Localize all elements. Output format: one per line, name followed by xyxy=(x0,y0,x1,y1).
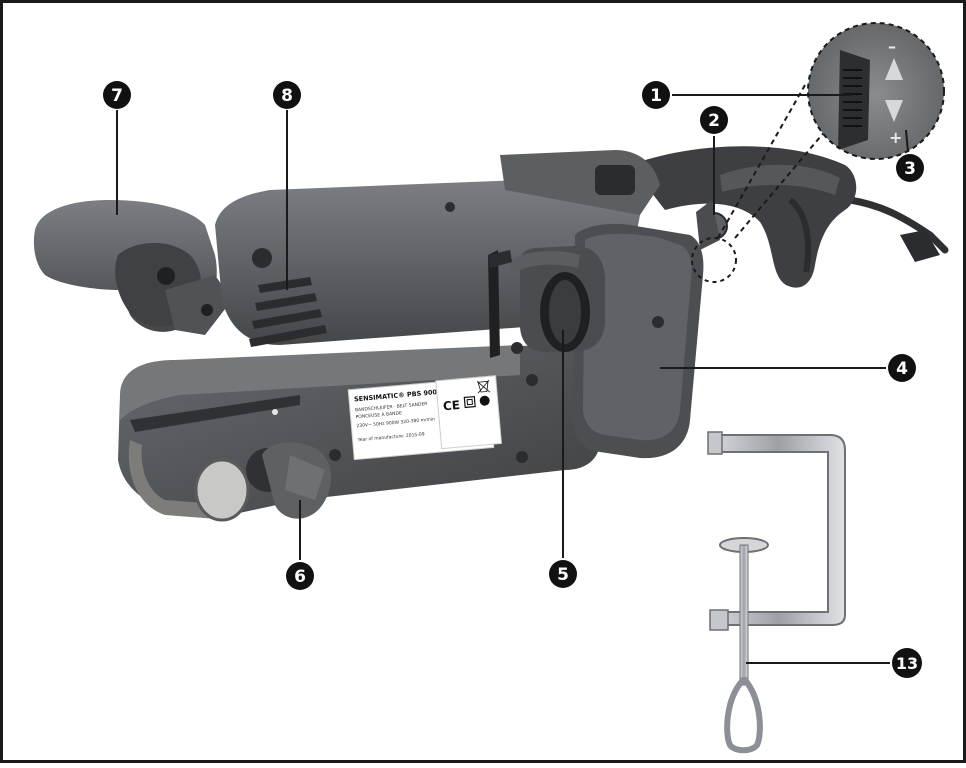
certification-icon xyxy=(479,395,490,406)
class-ii-icon xyxy=(463,395,476,409)
callout-1: 1 xyxy=(642,81,670,109)
screw-clamp-illustration xyxy=(707,431,846,754)
speed-increase-arrow-icon xyxy=(885,100,903,122)
speed-decrease-arrow-icon xyxy=(885,58,903,80)
svg-text:4: 4 xyxy=(896,359,908,379)
svg-text:7: 7 xyxy=(111,86,123,106)
plate-line-4: Year of manufacture: 2015-09 xyxy=(356,431,425,443)
svg-text:13: 13 xyxy=(896,654,918,673)
plate-line-2: PONCEUSE À BANDE xyxy=(355,409,402,420)
speed-plus-sign: + xyxy=(889,128,902,147)
speed-minus-sign: – xyxy=(888,37,896,56)
callout-6: 6 xyxy=(286,562,314,590)
callout-5: 5 xyxy=(549,560,577,588)
callout-13: 13 xyxy=(892,648,922,678)
weee-bin-icon xyxy=(477,380,489,393)
leader-lines xyxy=(116,94,909,664)
svg-text:5: 5 xyxy=(557,565,569,585)
callout-3: 3 xyxy=(896,154,924,182)
svg-text:2: 2 xyxy=(708,111,720,131)
callout-2: 2 xyxy=(700,106,728,134)
callout-7: 7 xyxy=(103,81,131,109)
svg-text:8: 8 xyxy=(281,86,293,106)
svg-text:6: 6 xyxy=(294,567,306,587)
belt-sander-illustration: SENSIMATIC® PBS 900 B2 BANDSCHLEIFER · B… xyxy=(33,146,949,522)
callout-8: 8 xyxy=(273,81,301,109)
speed-dial-inset: – + xyxy=(691,22,945,283)
svg-text:3: 3 xyxy=(904,159,916,179)
callout-4: 4 xyxy=(888,354,916,382)
ce-mark: CE xyxy=(442,398,460,413)
rating-plate-symbols: CE xyxy=(435,375,503,450)
svg-text:1: 1 xyxy=(650,86,662,106)
